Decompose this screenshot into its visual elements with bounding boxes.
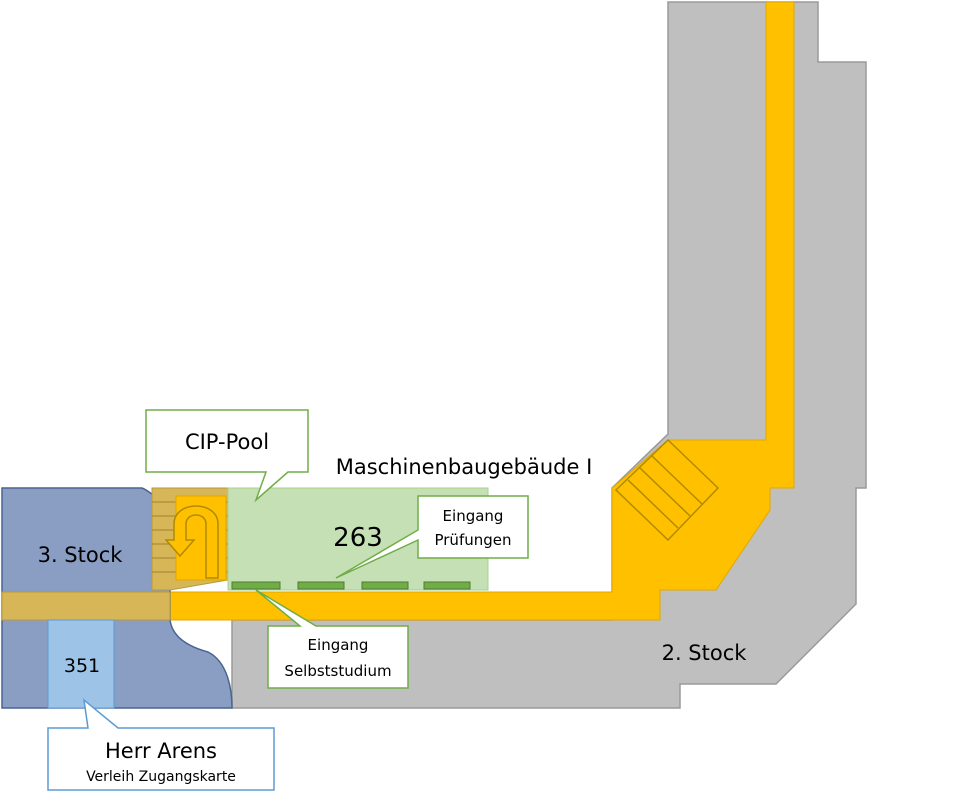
- door-3: [361, 581, 409, 590]
- staircase-diagonal: [614, 438, 720, 542]
- second-floor-label: 2. Stock: [662, 641, 748, 665]
- u-turn-arrow-icon: [164, 505, 219, 579]
- corridor: [169, 1, 795, 621]
- callout-contact: [47, 698, 275, 791]
- room-office-number: 351: [64, 655, 100, 677]
- room-cip-number: 263: [333, 523, 383, 553]
- door-2: [297, 581, 345, 590]
- callout-entrance-selfstudy-line2: Selbststudium: [284, 662, 391, 680]
- callout-cip-pool-text: CIP-Pool: [185, 430, 269, 454]
- callout-entrance-exams: [335, 495, 529, 579]
- callout-entrance-exams-line2: Prüfungen: [434, 531, 511, 549]
- door-4: [423, 581, 471, 590]
- callout-entrance-exams-line1: Eingang: [443, 507, 504, 525]
- third-floor-label: 3. Stock: [38, 543, 124, 567]
- door-1: [231, 581, 281, 590]
- stair-zone-corridor: [1, 591, 171, 621]
- callout-cip-pool: [145, 409, 309, 503]
- room-office: [47, 619, 115, 709]
- callout-contact-name: Herr Arens: [105, 739, 217, 763]
- callout-entrance-selfstudy-line1: Eingang: [308, 636, 369, 654]
- doors: [231, 581, 471, 590]
- callout-contact-role: Verleih Zugangskarte: [86, 769, 236, 785]
- building-name-label: Maschinenbaugebäude I: [336, 455, 593, 479]
- callout-entrance-selfstudy: [255, 589, 409, 689]
